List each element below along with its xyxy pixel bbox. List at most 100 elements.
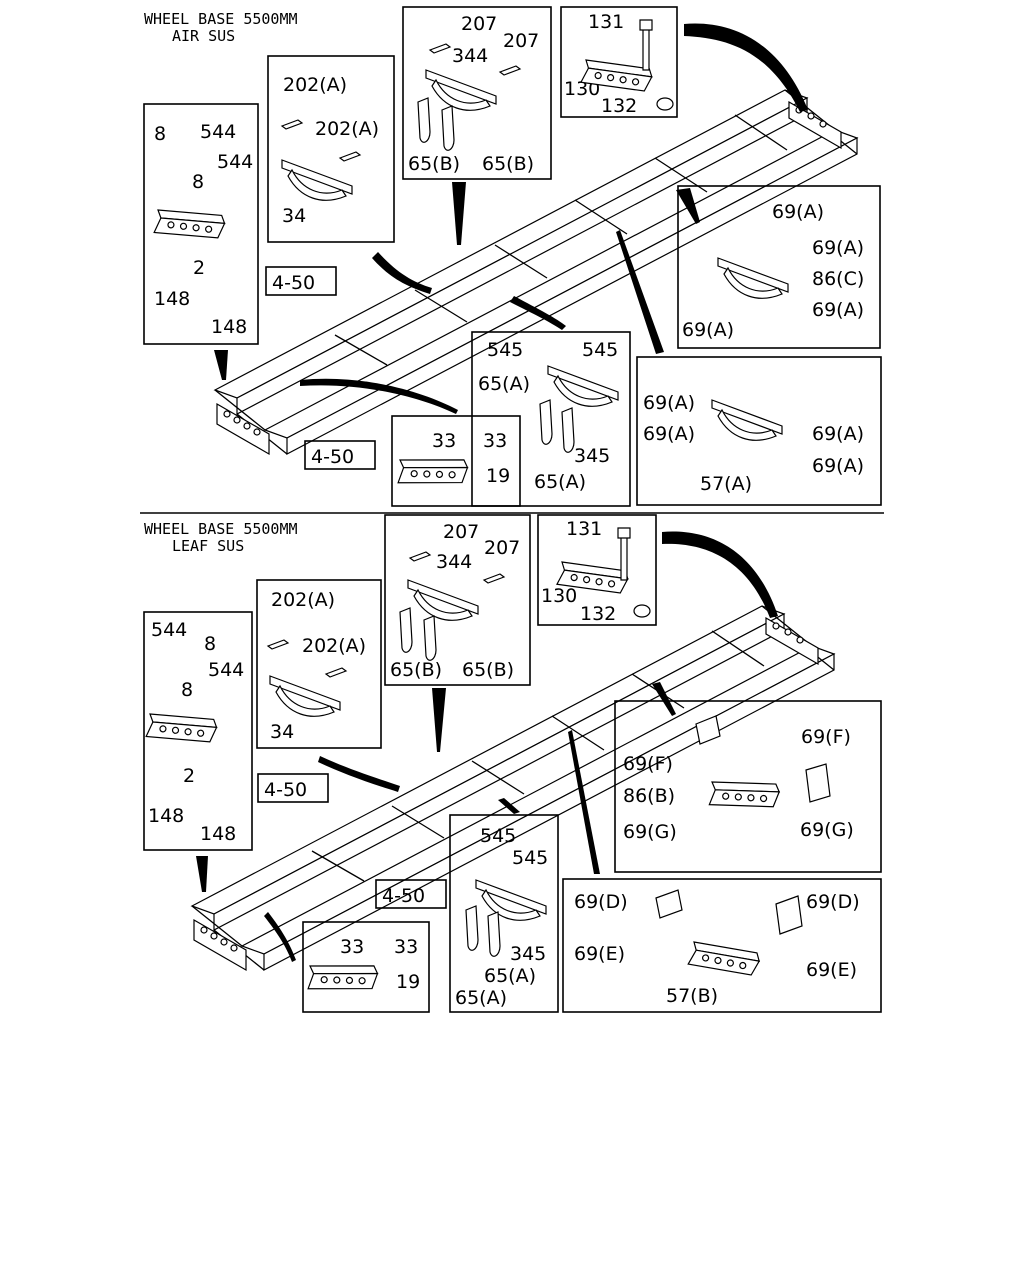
pointer-arrow	[676, 188, 700, 224]
part-label: 207	[484, 537, 520, 559]
callout-box	[391, 415, 521, 507]
part-label: 69(E)	[806, 959, 857, 981]
pointer-arrow	[662, 531, 778, 618]
section-leaf-sus: WHEEL BASE 5500MM LEAF SUS 207 344 207 6…	[140, 514, 882, 1013]
bolt-part	[617, 527, 631, 581]
part-label: 86(B)	[623, 785, 675, 807]
crossmember-part	[281, 159, 353, 201]
bolt-part	[639, 19, 653, 71]
bracket-part	[487, 911, 501, 957]
callout-box	[471, 331, 631, 507]
part-label: 69(D)	[574, 891, 628, 913]
ref-label[interactable]: 4-50	[382, 885, 425, 907]
part-label: 8	[204, 633, 216, 655]
part-label: 148	[200, 823, 236, 845]
plate-part	[483, 573, 505, 584]
plate-part	[325, 667, 347, 678]
callout-box	[614, 700, 882, 873]
crossmember-part	[269, 675, 341, 717]
part-label: 86(C)	[812, 268, 864, 290]
pointer-arrow	[264, 912, 296, 962]
ref-label[interactable]: 4-50	[264, 779, 307, 801]
ref-box[interactable]	[257, 773, 329, 803]
part-label: 69(A)	[812, 423, 864, 445]
pointer-arrow	[652, 682, 676, 716]
plate-part	[499, 65, 521, 76]
section-subtitle: LEAF SUS	[172, 537, 244, 555]
part-label: 148	[211, 316, 247, 338]
part-label: 8	[192, 171, 204, 193]
callout-box	[560, 6, 678, 118]
callout-box	[256, 579, 382, 749]
part-label: 544	[200, 121, 236, 143]
part-label: 69(A)	[682, 319, 734, 341]
part-label: 69(A)	[643, 423, 695, 445]
callout-box	[402, 6, 552, 180]
bracket-part	[399, 607, 413, 653]
pointer-arrow	[616, 230, 664, 354]
callout-box	[143, 611, 253, 851]
plate-part	[695, 715, 721, 745]
callout-box	[636, 356, 882, 506]
pointer-arrow	[498, 798, 520, 814]
part-label: 344	[452, 45, 488, 67]
rail-part	[703, 761, 783, 828]
pointer-arrow	[684, 23, 808, 112]
part-label: 57(A)	[700, 473, 752, 495]
ref-label[interactable]: 4-50	[272, 272, 315, 294]
crossmember-part	[407, 579, 479, 621]
part-label: 69(G)	[623, 821, 677, 843]
ref-box[interactable]	[304, 440, 376, 470]
callout-box	[449, 814, 559, 1013]
part-label: 69(A)	[812, 455, 864, 477]
part-label: 33	[394, 936, 418, 958]
part-label: 345	[510, 943, 546, 965]
crossmember-part	[711, 399, 783, 441]
rail-part	[391, 438, 471, 504]
crossmember-part	[547, 365, 619, 407]
part-label: 207	[461, 13, 497, 35]
part-label: 131	[566, 518, 602, 540]
part-label: 69(D)	[806, 891, 860, 913]
part-label: 19	[396, 971, 420, 993]
part-label: 33	[340, 936, 364, 958]
section-title: WHEEL BASE 5500MM	[144, 520, 298, 538]
ref-label[interactable]: 4-50	[311, 446, 354, 468]
part-label: 132	[580, 603, 616, 625]
part-label: 2	[193, 257, 205, 279]
callout-box	[677, 185, 881, 349]
callout-box	[267, 55, 395, 243]
pointer-arrow	[214, 350, 228, 380]
section-title: WHEEL BASE 5500MM	[144, 10, 298, 28]
part-label: 545	[480, 825, 516, 847]
part-label: 34	[282, 205, 306, 227]
part-label: 544	[151, 619, 187, 641]
bracket-part	[465, 905, 479, 951]
part-label: 65(A)	[484, 965, 536, 987]
nut-part	[656, 97, 674, 111]
part-label: 545	[487, 339, 523, 361]
part-label: 132	[601, 95, 637, 117]
ref-box[interactable]	[265, 266, 337, 296]
part-label: 148	[148, 805, 184, 827]
part-label: 69(A)	[643, 392, 695, 414]
part-label: 207	[443, 521, 479, 543]
plate-part	[267, 639, 289, 650]
part-label: 69(A)	[812, 299, 864, 321]
pointer-arrow	[568, 730, 600, 874]
section-subtitle: AIR SUS	[172, 27, 235, 45]
ref-box[interactable]	[375, 879, 447, 909]
part-label: 69(F)	[801, 726, 851, 748]
callout-box	[562, 878, 882, 1013]
rail-part	[682, 922, 763, 995]
plate-part	[281, 119, 303, 130]
pointer-arrow	[510, 296, 566, 330]
pointer-arrow	[452, 182, 466, 245]
part-label: 69(G)	[800, 819, 854, 841]
part-label: 65(B)	[482, 153, 534, 175]
part-label: 69(F)	[623, 753, 673, 775]
plate-part	[339, 151, 361, 162]
plate-part	[655, 889, 683, 919]
rail-part	[140, 693, 220, 763]
callout-box	[384, 514, 531, 686]
